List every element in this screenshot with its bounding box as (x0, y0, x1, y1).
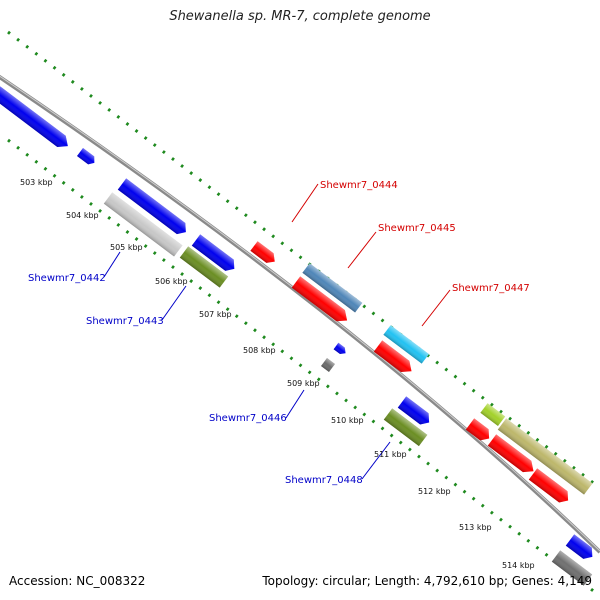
gene-shewmr7-0447-small[interactable] (480, 403, 506, 427)
gene-blue-b (191, 234, 235, 271)
gene-blue-top (0, 86, 68, 147)
gene-shewmr7-0445[interactable] (383, 325, 429, 364)
outer-tick-ring (7, 30, 600, 490)
gene-red-a (250, 241, 275, 263)
gene-red-f (528, 468, 569, 503)
gene-blue-d (397, 396, 430, 425)
tick-label: 506 kbp (155, 277, 188, 286)
tick-label: 514 kbp (502, 561, 535, 570)
gene-shewmr7-0447[interactable] (497, 418, 593, 495)
tick-label: 511 kbp (374, 450, 407, 459)
label-shewmr7-0443[interactable]: Shewmr7_0443 (86, 316, 164, 327)
gene-blue-c (333, 342, 346, 355)
tick-labels: 503 kbp 504 kbp 505 kbp 506 kbp 507 kbp … (20, 178, 535, 570)
gene-blue-e (565, 534, 593, 559)
tick-label: 509 kbp (287, 379, 320, 388)
gene-gray-end (551, 550, 593, 586)
gene-shewmr7-0443[interactable] (179, 246, 229, 288)
gene-shewmr7-0444[interactable] (302, 263, 363, 313)
accession-text: Accession: NC_008322 (9, 574, 146, 588)
gene-blue-mid (117, 178, 186, 235)
forward-strand-genes (250, 241, 593, 495)
label-shewmr7-0444[interactable]: Shewmr7_0444 (320, 180, 398, 191)
label-shewmr7-0445[interactable]: Shewmr7_0445 (378, 223, 456, 234)
tick-label: 510 kbp (331, 416, 364, 425)
tick-label: 508 kbp (243, 346, 276, 355)
gene-shewmr7-0442[interactable] (103, 192, 183, 257)
label-shewmr7-0447[interactable]: Shewmr7_0447 (452, 283, 530, 294)
label-shewmr7-0448[interactable]: Shewmr7_0448 (285, 475, 363, 486)
gene-red-e (487, 434, 534, 473)
gene-shewmr7-0448[interactable] (383, 408, 428, 447)
inner-lane-genes (0, 86, 593, 559)
tick-label: 513 kbp (459, 523, 492, 532)
tick-label: 503 kbp (20, 178, 53, 187)
genome-backbone (0, 74, 600, 554)
tick-label: 505 kbp (110, 243, 143, 252)
inner-tick-ring (7, 138, 600, 598)
gene-shewmr7-0446[interactable] (320, 358, 335, 373)
label-shewmr7-0442[interactable]: Shewmr7_0442 (28, 273, 106, 284)
tick-label: 504 kbp (66, 211, 99, 220)
map-title: Shewanella sp. MR-7, complete genome (169, 9, 431, 24)
gene-blue-small (76, 148, 95, 165)
gene-red-d (465, 418, 490, 441)
genome-summary-text: Topology: circular; Length: 4,792,610 bp… (262, 574, 592, 588)
gene-red-b (291, 276, 348, 322)
tick-label: 507 kbp (199, 310, 232, 319)
forward-leaders (291, 183, 451, 327)
label-shewmr7-0446[interactable]: Shewmr7_0446 (209, 413, 287, 424)
reverse-strand-genes (103, 192, 593, 586)
reverse-leaders (103, 251, 391, 480)
tick-label: 512 kbp (418, 487, 451, 496)
gene-red-c (373, 340, 412, 373)
gene-labels: Shewmr7_0444 Shewmr7_0445 Shewmr7_0447 S… (28, 180, 530, 486)
